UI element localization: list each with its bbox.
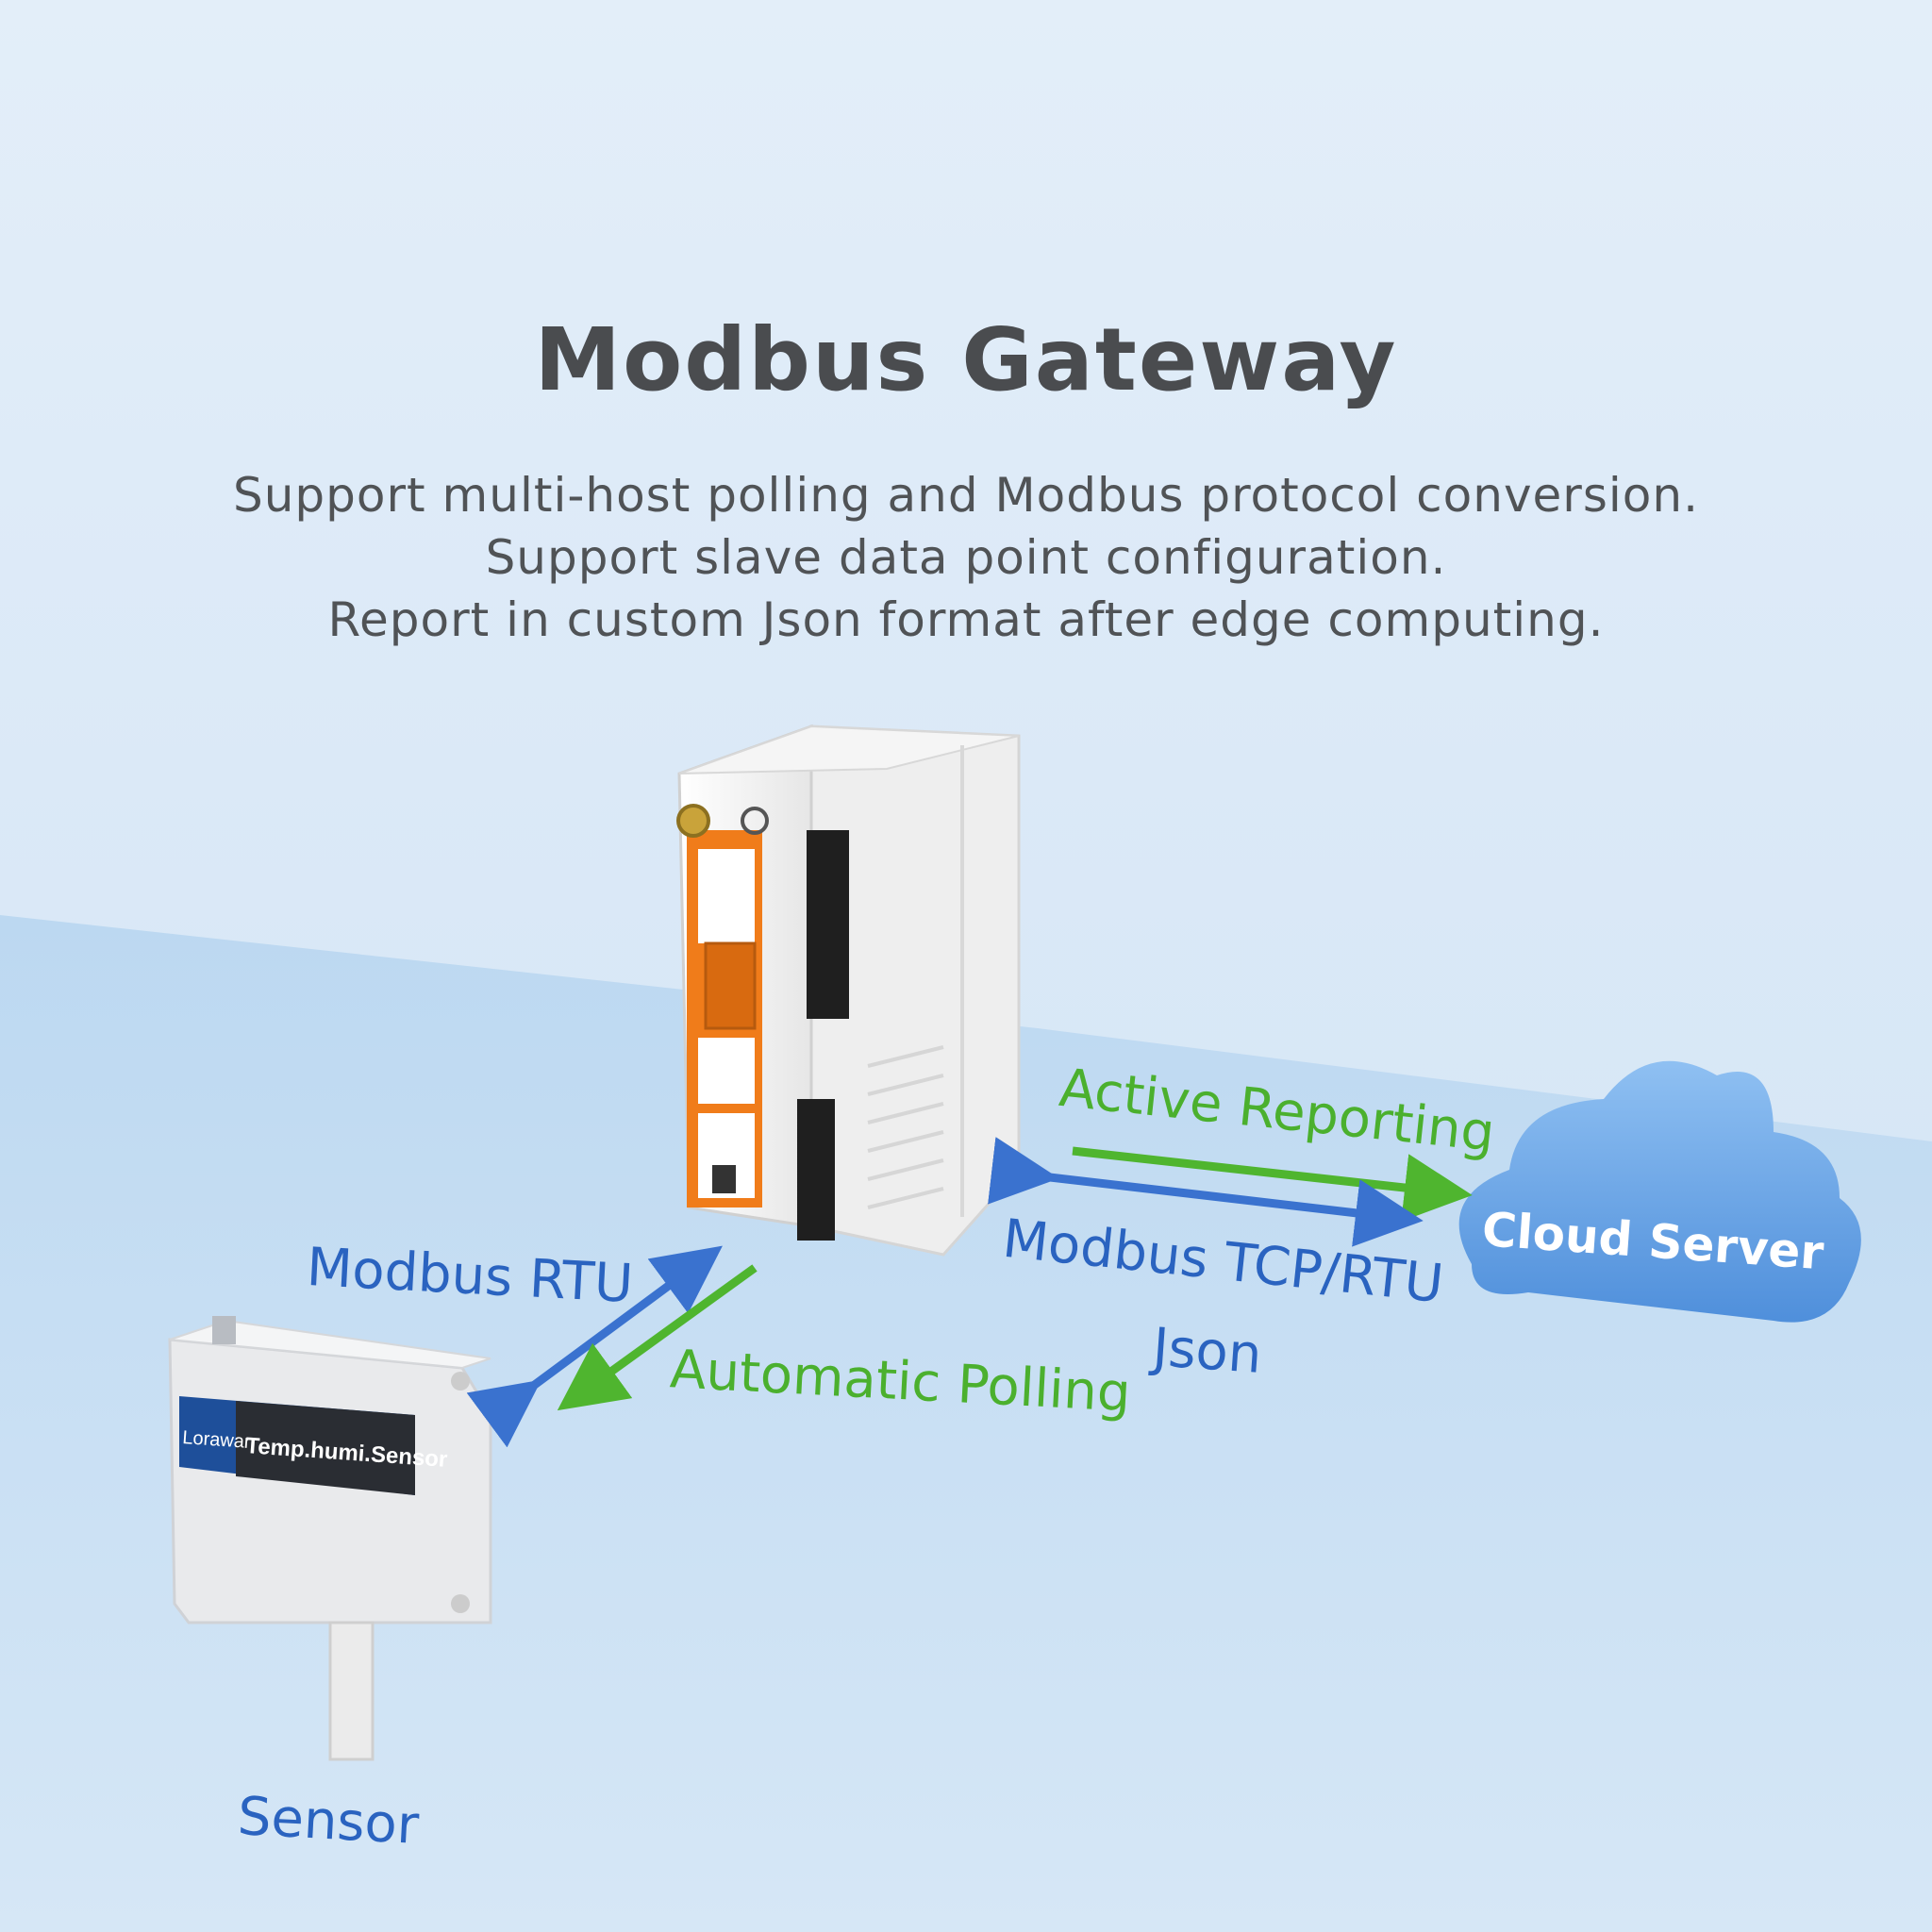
page-title: Modbus Gateway [534,309,1398,410]
sensor-device [168,1316,492,1761]
cloud-server-icon [1458,1060,1861,1323]
automatic-polling-arrow [557,1264,758,1411]
gateway-device [676,724,1021,1257]
json-label: Json [1150,1317,1264,1386]
subtitle-line-1: Support multi-host polling and Modbus pr… [233,468,1699,523]
sensor-brand-text: Lorawan [182,1427,256,1453]
subtitle-line-2: Support slave data point configuration. [485,530,1447,585]
modbus-rtu-arrow [466,1245,723,1448]
modbus-tcp-arrow [988,1137,1424,1247]
sensor-label: Sensor [236,1786,421,1857]
subtitle-line-3: Report in custom Json format after edge … [327,592,1605,647]
